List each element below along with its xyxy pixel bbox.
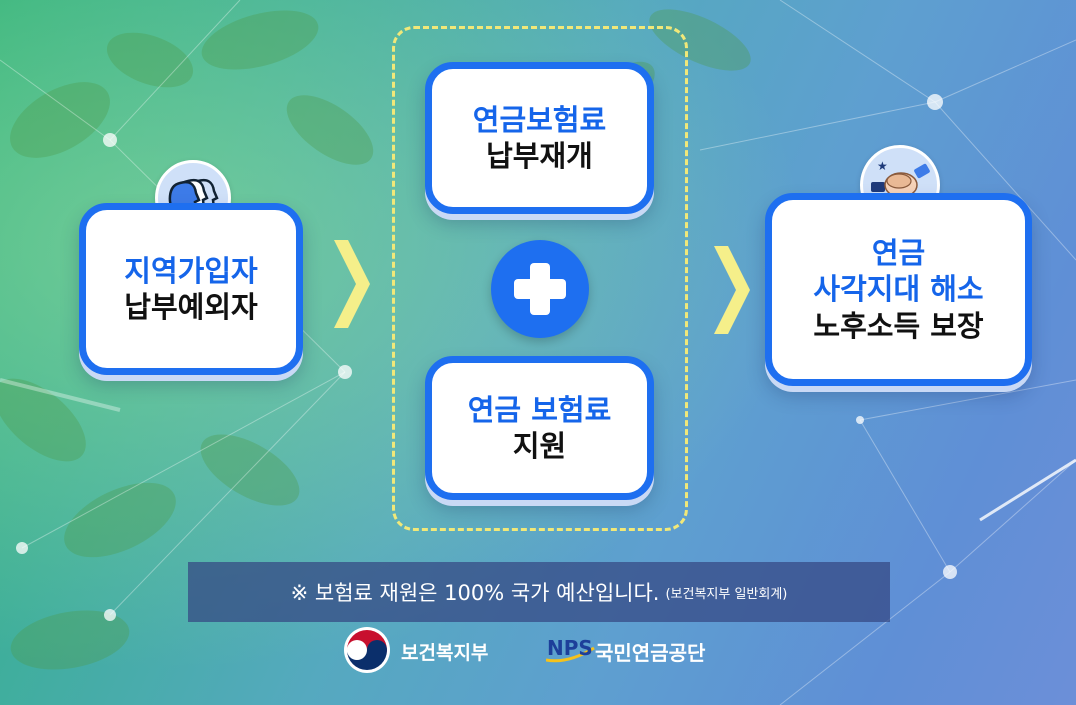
- nps-name: 국민연금공단: [595, 641, 706, 665]
- payment-exempt-label: 납부예외자: [124, 290, 258, 324]
- ministry-emblem-icon: [344, 627, 390, 673]
- blind-spot-label: 사각지대 해소: [813, 272, 984, 307]
- local-subscriber-card: 지역가입자 납부예외자: [79, 203, 303, 375]
- premium-support-card: 연금 보험료 지원: [425, 356, 654, 500]
- budget-note-text: ※ 보험료 재원은 100% 국가 예산입니다.: [290, 581, 660, 605]
- budget-note: ※ 보험료 재원은 100% 국가 예산입니다. (보건복지부 일반회계): [188, 562, 890, 622]
- budget-note-sub: (보건복지부 일반회계): [665, 586, 788, 602]
- svg-text:★: ★: [877, 159, 888, 173]
- pension-premium-support-label: 연금 보험료: [467, 392, 612, 427]
- local-subscriber-label: 지역가입자: [124, 253, 258, 288]
- program-group-frame: [392, 26, 688, 531]
- nps-logo: NPS: [546, 636, 595, 663]
- nps-mark-text: NPS: [547, 636, 593, 660]
- resume-payment-card: 연금보험료 납부재개: [425, 62, 654, 214]
- resume-payment-label: 납부재개: [486, 139, 593, 173]
- support-label: 지원: [512, 429, 567, 463]
- plus-icon: [491, 240, 589, 338]
- retirement-income-label: 노후소득 보장: [813, 308, 984, 343]
- pension-label: 연금: [871, 236, 926, 271]
- chevron-right-icon: [714, 246, 750, 334]
- ministry-name: 보건복지부: [401, 642, 489, 664]
- chevron-right-icon: [334, 240, 370, 328]
- pension-premium-label: 연금보험료: [472, 102, 607, 137]
- pension-result-card: 연금 사각지대 해소 노후소득 보장: [765, 193, 1032, 386]
- footer-logos: 보건복지부 NPS 국민연금공단: [0, 624, 1076, 684]
